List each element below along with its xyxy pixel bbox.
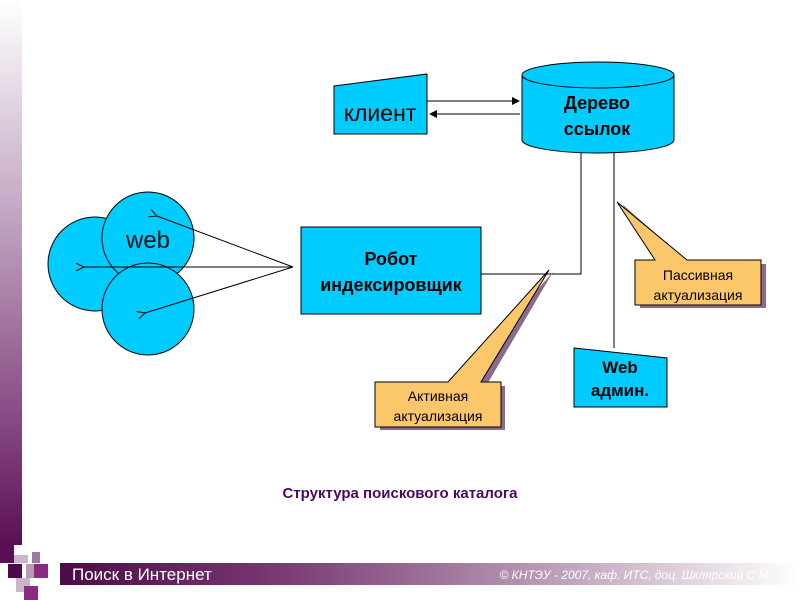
client-shape — [333, 73, 428, 135]
decor-square — [34, 564, 48, 578]
active-callout: Активная актуализация — [374, 269, 553, 430]
active-label-1: Активная — [408, 388, 468, 404]
decor-square — [14, 555, 28, 563]
robot-box — [300, 226, 482, 315]
decor-square — [32, 552, 40, 563]
left-decor-bar — [0, 0, 22, 545]
passive-label-1: Пассивная — [663, 267, 733, 283]
web-label: web — [125, 227, 170, 254]
decor-square — [8, 564, 22, 578]
slide-caption: Структура поискового каталога — [282, 485, 518, 502]
tree-label-1: Дерево — [564, 93, 630, 113]
decor-square — [24, 586, 38, 600]
crawl-arrow — [145, 266, 294, 313]
passive-callout: Пассивная актуализация — [616, 201, 766, 308]
decor-square — [26, 564, 34, 578]
webadmin-shape — [573, 347, 668, 408]
footer-title: Поиск в Интернет — [72, 565, 212, 584]
web-circle — [101, 262, 195, 356]
webadmin-label-1: Web — [602, 358, 638, 377]
footer-copyright: © КНТЭУ - 2007, каф. ИТС, доц. Шклярский… — [499, 568, 773, 582]
crawl-arrow — [157, 216, 294, 268]
webadmin-label-2: админ. — [591, 381, 649, 400]
footer-bar — [60, 563, 800, 585]
decor-square — [0, 545, 14, 563]
client-label: клиент — [344, 100, 417, 126]
tree-cylinder-top — [521, 61, 675, 89]
robot-to-tree-connector — [481, 152, 581, 275]
active-label-2: актуализация — [394, 408, 483, 424]
tree-label-2: ссылок — [564, 119, 632, 139]
tree-cylinder — [521, 75, 675, 154]
passive-label-2: актуализация — [654, 287, 743, 303]
robot-label-2: индексировщик — [320, 275, 463, 295]
robot-label-1: Робот — [364, 249, 417, 269]
